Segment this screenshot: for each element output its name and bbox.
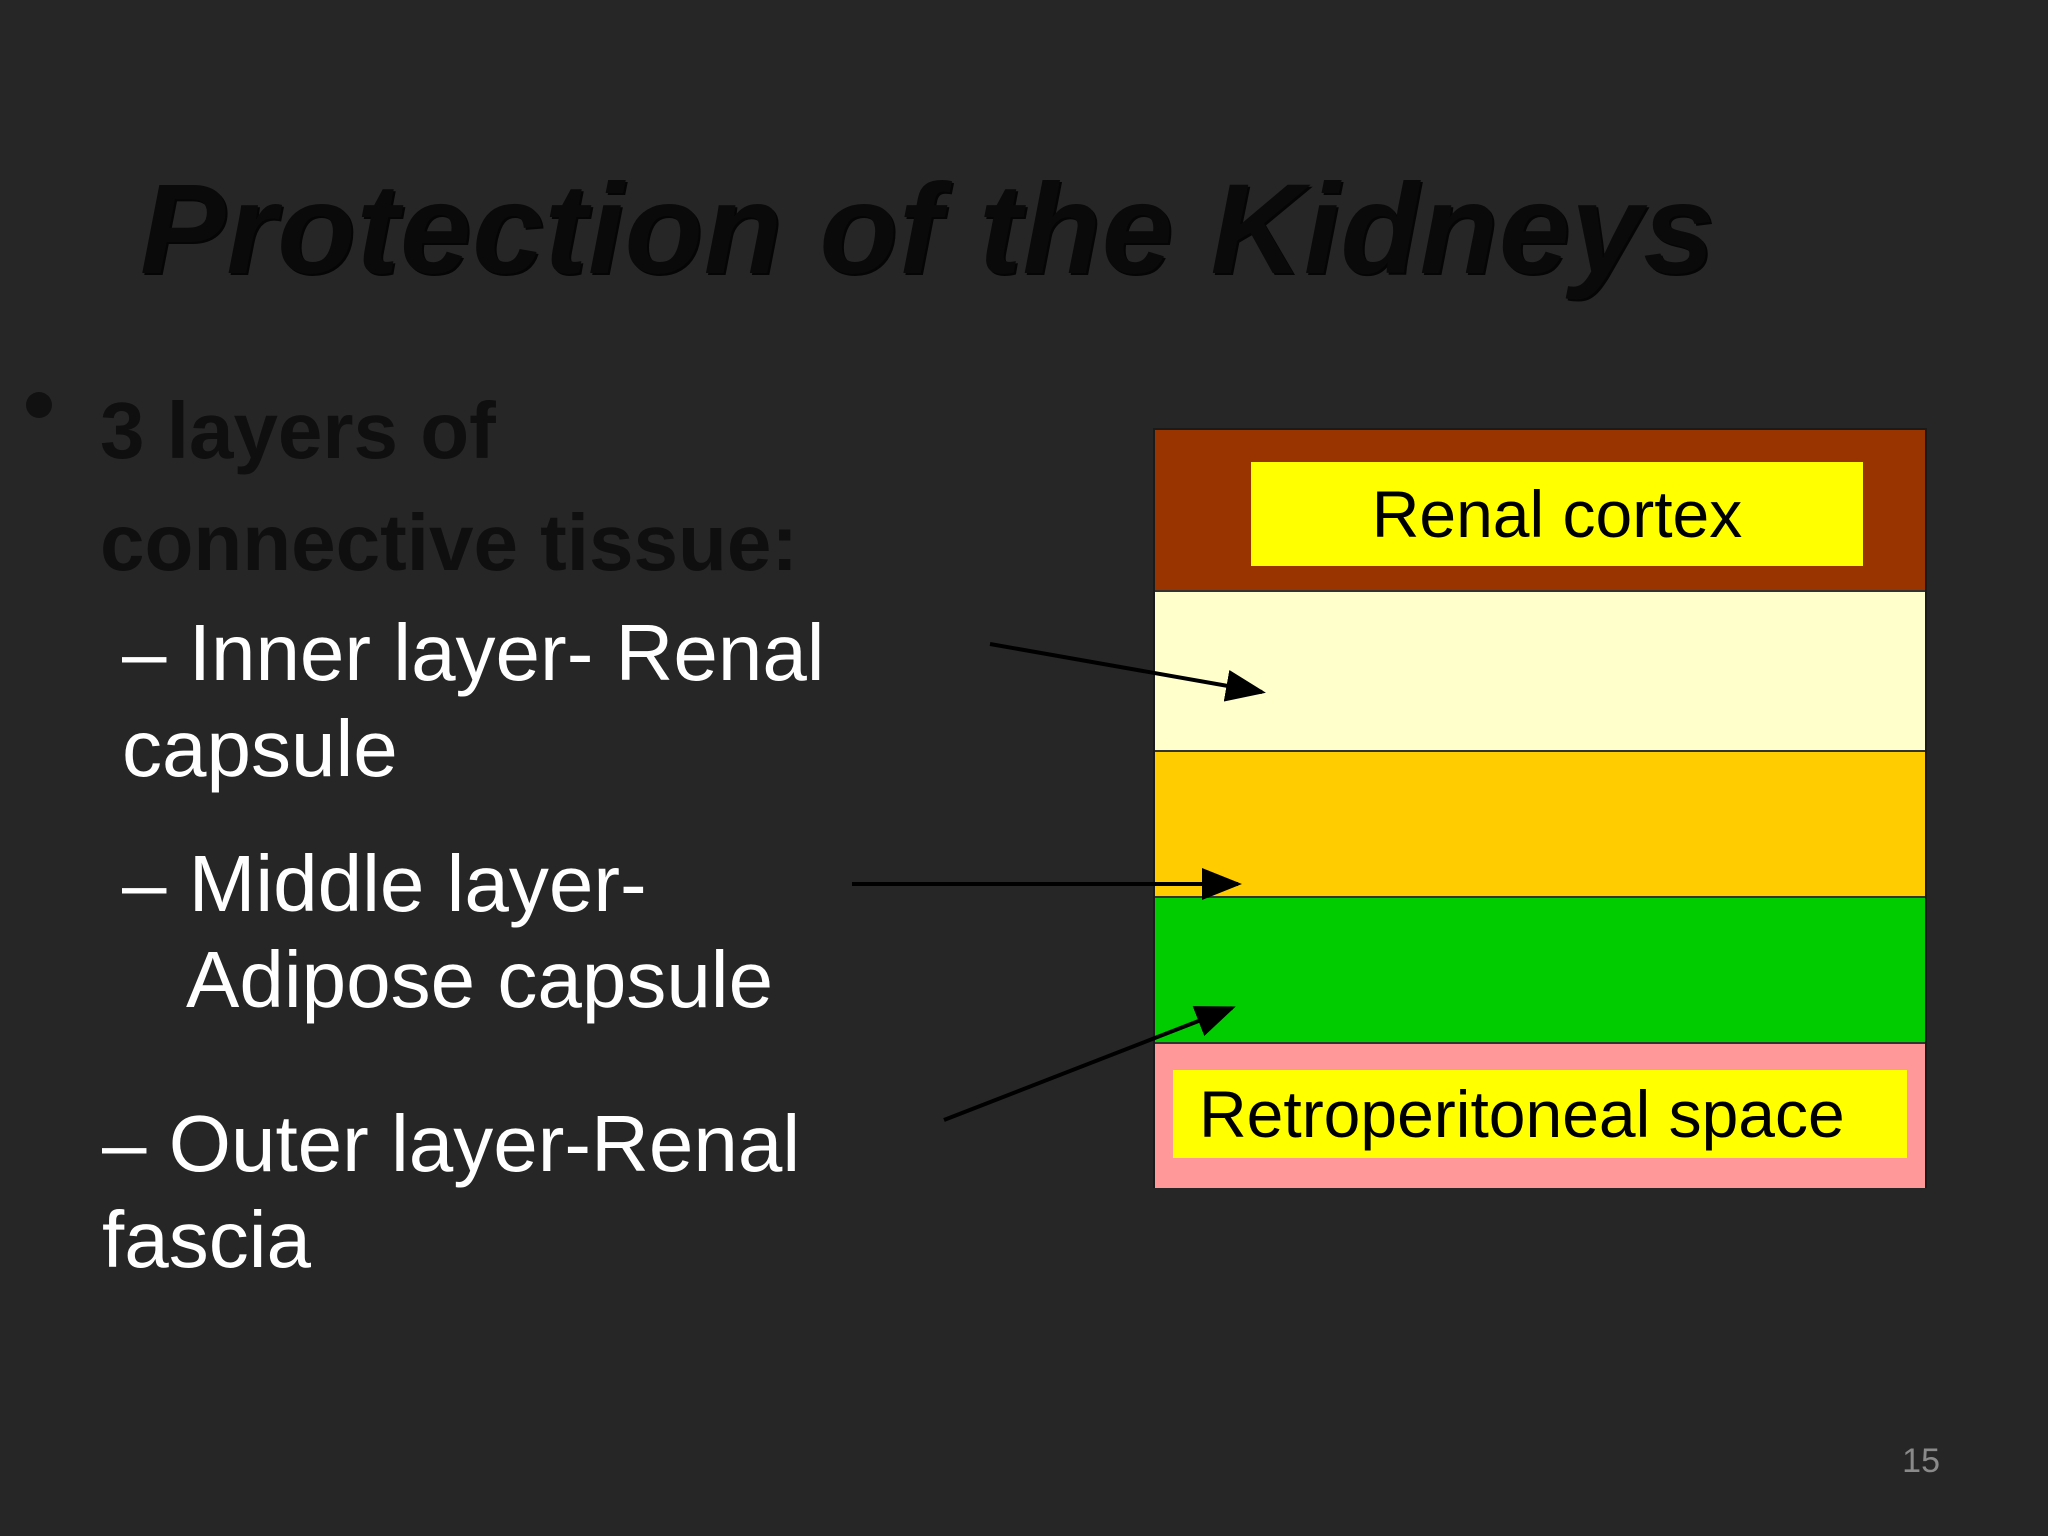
retroperitoneal-space-label: Retroperitoneal space (1173, 1070, 1907, 1158)
layer-renal-capsule (1155, 592, 1925, 752)
page-number: 15 (1902, 1442, 1940, 1480)
sub-item-inner-line-2: capsule (122, 704, 398, 793)
renal-cortex-label: Renal cortex (1251, 462, 1863, 566)
sub-item-middle-line-1: – Middle layer- (122, 839, 647, 928)
main-bullet: 3 layers of connective tissue: (100, 375, 1000, 599)
sub-item-middle-layer: – Middle layer- Adipose capsule (122, 836, 773, 1028)
layer-renal-fascia (1155, 898, 1925, 1044)
bullet-dot-icon (26, 392, 52, 418)
sub-item-outer-line-1: – Outer layer-Renal (102, 1099, 801, 1188)
layer-renal-cortex: Renal cortex (1155, 430, 1925, 592)
main-bullet-line-1: 3 layers of (100, 386, 496, 475)
sub-item-outer-line-2: fascia (102, 1195, 311, 1284)
slide-title: Protection of the Kidneys (140, 158, 1716, 301)
layer-retroperitoneal-space: Retroperitoneal space (1155, 1044, 1925, 1188)
sub-item-outer-layer: – Outer layer-Renal fascia (102, 1096, 800, 1288)
main-bullet-line-2: connective tissue: (100, 498, 799, 587)
sub-item-middle-line-2: Adipose capsule (186, 935, 774, 1024)
sub-item-inner-layer: – Inner layer- Renal capsule (122, 605, 825, 797)
sub-item-inner-line-1: – Inner layer- Renal (122, 608, 825, 697)
kidney-layers-diagram: Renal cortex Retroperitoneal space (1153, 428, 1927, 1188)
layer-adipose-capsule (1155, 752, 1925, 898)
